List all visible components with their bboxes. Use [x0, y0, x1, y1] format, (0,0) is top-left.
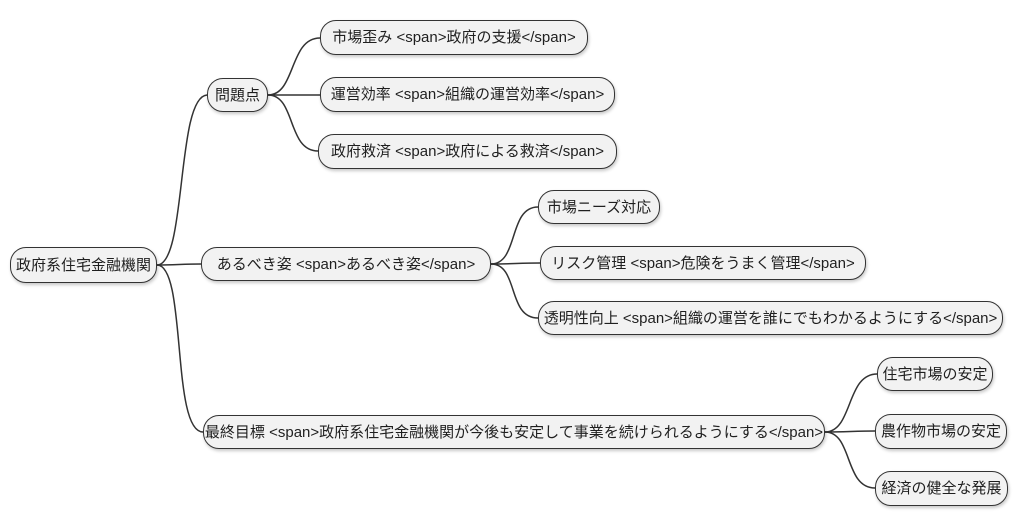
- node-ideal-transparency: 透明性向上 <span>組織の運営を誰にでもわかるようにする</span>: [538, 301, 1003, 335]
- node-ideal-risk-management: リスク管理 <span>危険をうまく管理</span>: [540, 246, 866, 280]
- connector-goal-1: [824, 373, 878, 433]
- node-branch-ideal-state: あるべき姿 <span>あるべき姿</span>: [201, 247, 491, 281]
- connector-root-problems: [156, 94, 208, 266]
- node-goal-housing-market: 住宅市場の安定: [877, 357, 993, 391]
- connector-problems-1: [267, 37, 321, 96]
- connector-root-ideal: [156, 263, 202, 266]
- connector-ideal-1: [490, 206, 539, 265]
- connector-problems-3: [267, 94, 319, 152]
- node-problem-operational-efficiency: 運営効率 <span>組織の運営効率</span>: [320, 77, 615, 112]
- node-goal-crop-market: 農作物市場の安定: [875, 414, 1007, 449]
- node-problem-market-distortion: 市場歪み <span>政府の支援</span>: [320, 20, 588, 55]
- node-branch-problems: 問題点: [207, 78, 268, 112]
- node-branch-final-goal: 最終目標 <span>政府系住宅金融機関が今後も安定して事業を続けられるようにす…: [203, 415, 825, 449]
- node-goal-economic-development: 経済の健全な発展: [875, 471, 1008, 506]
- connector-goal-2: [824, 430, 876, 433]
- connector-ideal-3: [490, 263, 539, 319]
- connector-root-goal: [156, 264, 204, 433]
- node-ideal-market-needs: 市場ニーズ対応: [538, 190, 660, 224]
- node-problem-government-bailout: 政府救済 <span>政府による救済</span>: [318, 134, 617, 169]
- node-root: 政府系住宅金融機関: [10, 247, 157, 283]
- connector-goal-3: [824, 431, 876, 489]
